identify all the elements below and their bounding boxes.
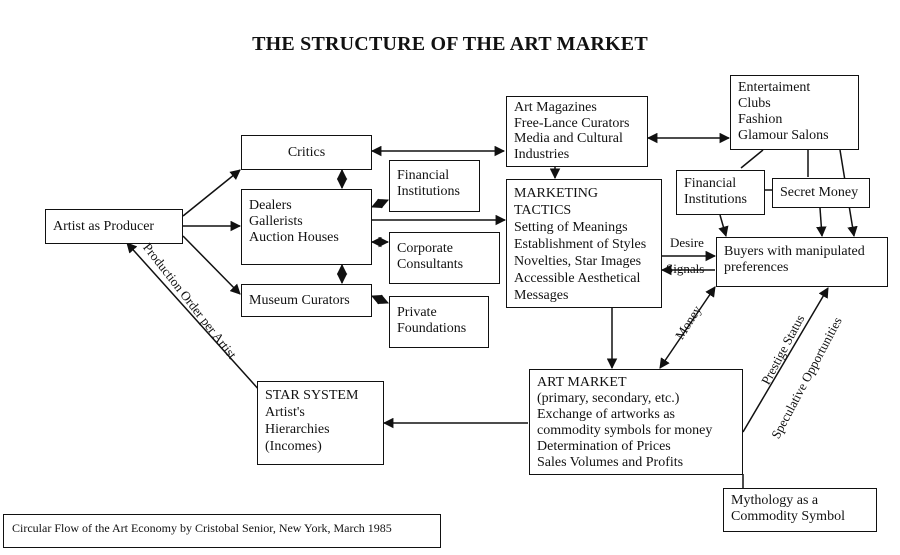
arrow-buyers-artmarket	[659, 286, 716, 369]
node-art-market-line: Sales Volumes and Profits	[537, 455, 684, 470]
node-marketing-line: MARKETING	[514, 186, 598, 201]
node-secret-line: Secret Money	[780, 185, 859, 200]
node-financial-left-line: Institutions	[397, 184, 461, 199]
node-entertainment-line: Glamour Salons	[738, 128, 829, 143]
node-private-line: Private	[397, 305, 437, 320]
diagram-title: THE STRUCTURE OF THE ART MARKET	[252, 33, 648, 55]
node-marketing-line: Messages	[514, 288, 569, 303]
node-museum: Museum Curators	[241, 284, 372, 317]
node-marketing-line: Establishment of Styles	[514, 237, 647, 252]
node-star-system-line: (Incomes)	[265, 439, 322, 454]
node-mythology: Mythology as a Commodity Symbol	[723, 488, 877, 532]
node-art-market: ART MARKET (primary, secondary, etc.) Ex…	[529, 369, 743, 475]
node-financial-right-line: Financial	[684, 176, 737, 191]
node-dealers-line: Gallerists	[249, 214, 303, 229]
node-marketing-line: Accessible Aesthetical	[514, 271, 641, 286]
node-financial-left: Financial Institutions	[389, 160, 480, 212]
node-secret: Secret Money	[772, 178, 870, 208]
edge-label-desire: Desire	[670, 235, 704, 250]
node-private: Private Foundations	[389, 296, 489, 348]
arrow-artist-critics	[182, 169, 241, 217]
node-art-market-line: (primary, secondary, etc.)	[537, 391, 680, 406]
node-financial-right: Financial Institutions	[676, 170, 765, 215]
node-marketing-line: Novelties, Star Images	[514, 254, 642, 269]
node-dealers: Dealers Gallerists Auction Houses	[241, 189, 372, 265]
node-art-market-line: Determination of Prices	[537, 439, 671, 454]
node-mythology-line: Commodity Symbol	[731, 509, 845, 524]
node-dealers-line: Dealers	[249, 198, 292, 213]
node-marketing-line: TACTICS	[514, 203, 572, 218]
node-buyers-line: Buyers with manipulated	[724, 244, 865, 259]
node-corporate-line: Consultants	[397, 257, 464, 272]
node-entertainment-line: Entertaiment	[738, 80, 811, 95]
node-artist-line: Artist as Producer	[53, 218, 155, 234]
node-critics-line: Critics	[287, 144, 326, 160]
node-buyers-line: preferences	[724, 260, 789, 275]
node-critics: Critics	[241, 135, 372, 170]
arrow-dealers-financial	[371, 198, 389, 209]
arrow-museum-private	[371, 294, 389, 305]
arrow-financial-buyers	[718, 214, 729, 238]
node-art-market-line: commodity symbols for money	[537, 423, 713, 438]
credit-caption: Circular Flow of the Art Economy by Cris…	[3, 514, 441, 548]
edge-label-signals: Signals	[666, 261, 705, 276]
node-star-system: STAR SYSTEM Artist's Hierarchies (Income…	[257, 381, 384, 465]
node-artist: Artist as Producer	[45, 209, 183, 244]
node-marketing-line: Setting of Meanings	[514, 220, 628, 235]
node-corporate: Corporate Consultants	[389, 232, 500, 284]
node-museum-line: Museum Curators	[249, 292, 350, 308]
node-magazines-line: Free-Lance Curators	[514, 115, 630, 131]
node-star-system-line: Hierarchies	[265, 422, 330, 437]
arrow-artmarket-buyers	[742, 287, 829, 433]
arrow-artist-museum	[182, 235, 241, 295]
node-corporate-line: Corporate	[397, 241, 453, 256]
node-entertainment-line: Fashion	[738, 112, 783, 127]
node-private-line: Foundations	[397, 321, 467, 336]
node-magazines-line: Media and Cultural	[514, 131, 623, 146]
node-entertainment: Entertaiment Clubs Fashion Glamour Salon…	[730, 75, 859, 150]
node-buyers: Buyers with manipulated preferences	[716, 237, 888, 287]
node-magazines-line: Art Magazines	[514, 100, 597, 115]
node-art-market-line: ART MARKET	[537, 375, 627, 390]
node-star-system-line: STAR SYSTEM	[265, 388, 359, 403]
node-financial-right-line: Institutions	[684, 192, 748, 207]
arrow-star-artist	[126, 242, 271, 403]
node-dealers-line: Auction Houses	[249, 230, 339, 245]
node-entertainment-line: Clubs	[738, 96, 771, 111]
node-marketing: MARKETING TACTICS Setting of Meanings Es…	[506, 179, 662, 308]
node-magazines: Art Magazines Free-Lance Curators Media …	[506, 96, 648, 167]
arrow-entertainment-buyers	[740, 149, 764, 169]
node-magazines-line: Industries	[514, 146, 570, 162]
arrow-secret-buyers	[816, 207, 827, 238]
node-star-system-line: Artist's	[265, 405, 305, 420]
node-mythology-line: Mythology as a	[731, 493, 819, 508]
node-art-market-line: Exchange of artworks as	[537, 407, 676, 422]
node-financial-left-line: Financial	[397, 168, 450, 183]
